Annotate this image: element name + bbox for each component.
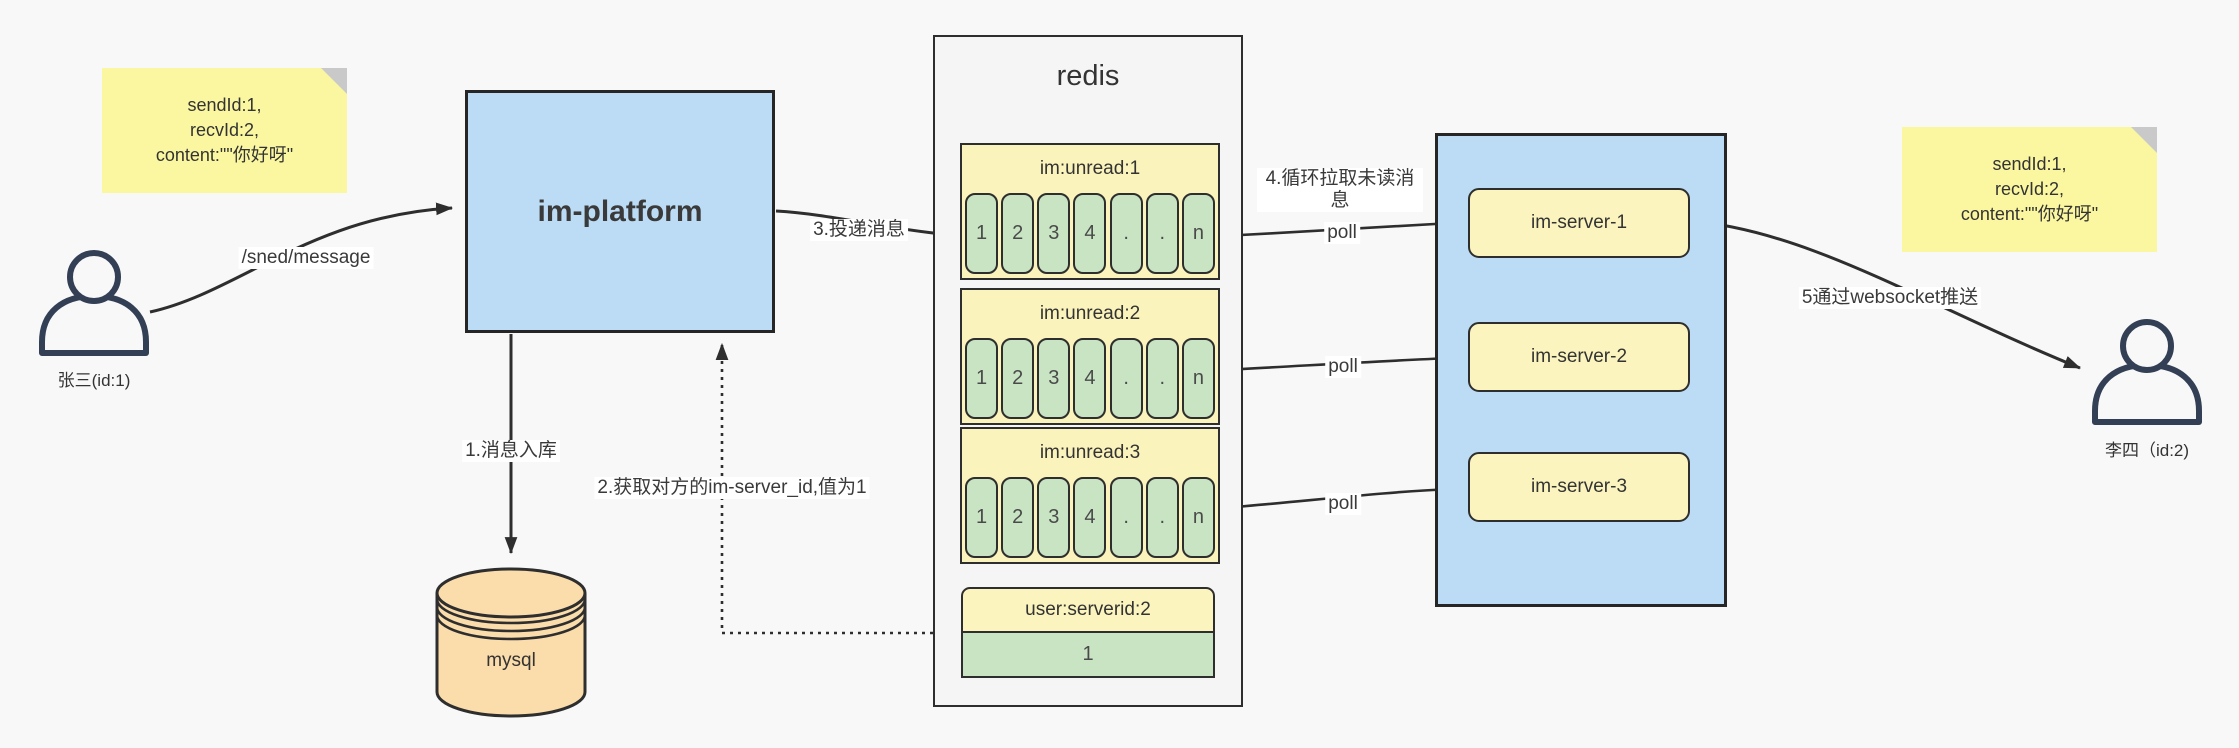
push-edge-label: 5通过websocket推送 bbox=[1798, 287, 1982, 309]
receiver-message-note: sendId:1, recvId:2, content:""你好呀" bbox=[1902, 127, 2157, 252]
receiver-label: 李四（id:2) bbox=[2104, 441, 2190, 460]
store-edge-label: 1.消息入库 bbox=[462, 440, 560, 462]
queue-cell: 2 bbox=[1001, 193, 1035, 274]
sender-person-icon bbox=[39, 250, 149, 356]
queue-cell: n bbox=[1181, 193, 1215, 274]
queue-cell: 4 bbox=[1073, 477, 1107, 558]
im-server-1-box: im-server-1 bbox=[1468, 188, 1690, 258]
mysql-database-icon bbox=[435, 567, 587, 718]
im-server-2-box: im-server-2 bbox=[1468, 322, 1690, 392]
poll-edge-label-3: poll bbox=[1325, 493, 1361, 515]
lookup-edge-label: 2.获取对方的im-server_id,值为1 bbox=[594, 477, 870, 499]
redis-title: redis bbox=[1056, 60, 1120, 92]
queue-cell: 1 bbox=[965, 193, 998, 274]
queue-cell: . bbox=[1109, 338, 1143, 419]
queue-cell: 4 bbox=[1073, 193, 1107, 274]
queue-cell: 1 bbox=[965, 338, 998, 419]
queue-cell: 1 bbox=[965, 477, 998, 558]
queue-cell: 3 bbox=[1037, 338, 1071, 419]
queue-cell: n bbox=[1181, 338, 1215, 419]
pull-edge-label: 4.循环拉取未读消息 bbox=[1257, 168, 1423, 212]
mapping-value: 1 bbox=[961, 633, 1215, 678]
note-line: sendId:1, bbox=[1992, 154, 2067, 174]
redis-queue-unread-1: im:unread:1 1 2 3 4 . . n bbox=[960, 143, 1220, 280]
queue-cell: 4 bbox=[1073, 338, 1107, 419]
send-edge-label: /sned/message bbox=[238, 247, 374, 269]
queue-title: im:unread:3 bbox=[1039, 442, 1141, 463]
user-serverid-mapping: user:serverid:2 1 bbox=[961, 587, 1215, 678]
queue-cells: 1 2 3 4 . . n bbox=[962, 338, 1218, 419]
queue-cell: 3 bbox=[1037, 477, 1071, 558]
poll-edge-label-2: poll bbox=[1325, 356, 1361, 378]
receiver-person-icon bbox=[2092, 319, 2202, 425]
im-server-3-box: im-server-3 bbox=[1468, 452, 1690, 522]
note-line: content:""你好呀" bbox=[1960, 204, 2099, 224]
queue-cell: . bbox=[1109, 193, 1143, 274]
queue-cell: . bbox=[1145, 193, 1179, 274]
mysql-label: mysql bbox=[486, 650, 536, 671]
note-line: sendId:1, bbox=[187, 95, 262, 115]
note-line: content:""你好呀" bbox=[155, 145, 294, 165]
poll-edge-label-1: poll bbox=[1324, 222, 1360, 244]
queue-cells: 1 2 3 4 . . n bbox=[962, 193, 1218, 274]
mapping-key: user:serverid:2 bbox=[961, 587, 1215, 633]
sender-message-note: sendId:1, recvId:2, content:""你好呀" bbox=[102, 68, 347, 193]
queue-cells: 1 2 3 4 . . n bbox=[962, 477, 1218, 558]
queue-cell: 2 bbox=[1001, 338, 1035, 419]
queue-title: im:unread:1 bbox=[1039, 158, 1141, 179]
note-line: recvId:2, bbox=[1994, 179, 2065, 199]
note-line: recvId:2, bbox=[189, 120, 260, 140]
queue-cell: . bbox=[1145, 477, 1179, 558]
queue-cell: . bbox=[1109, 477, 1143, 558]
queue-cell: 3 bbox=[1037, 193, 1071, 274]
queue-cell: n bbox=[1181, 477, 1215, 558]
queue-title: im:unread:2 bbox=[1039, 303, 1141, 324]
redis-queue-unread-2: im:unread:2 1 2 3 4 . . n bbox=[960, 288, 1220, 425]
deliver-edge-label: 3.投递消息 bbox=[810, 219, 908, 241]
sender-label: 张三(id:1) bbox=[57, 371, 131, 390]
queue-cell: 2 bbox=[1001, 477, 1035, 558]
im-platform-box: im-platform bbox=[465, 90, 775, 333]
redis-queue-unread-3: im:unread:3 1 2 3 4 . . n bbox=[960, 427, 1220, 564]
queue-cell: . bbox=[1145, 338, 1179, 419]
